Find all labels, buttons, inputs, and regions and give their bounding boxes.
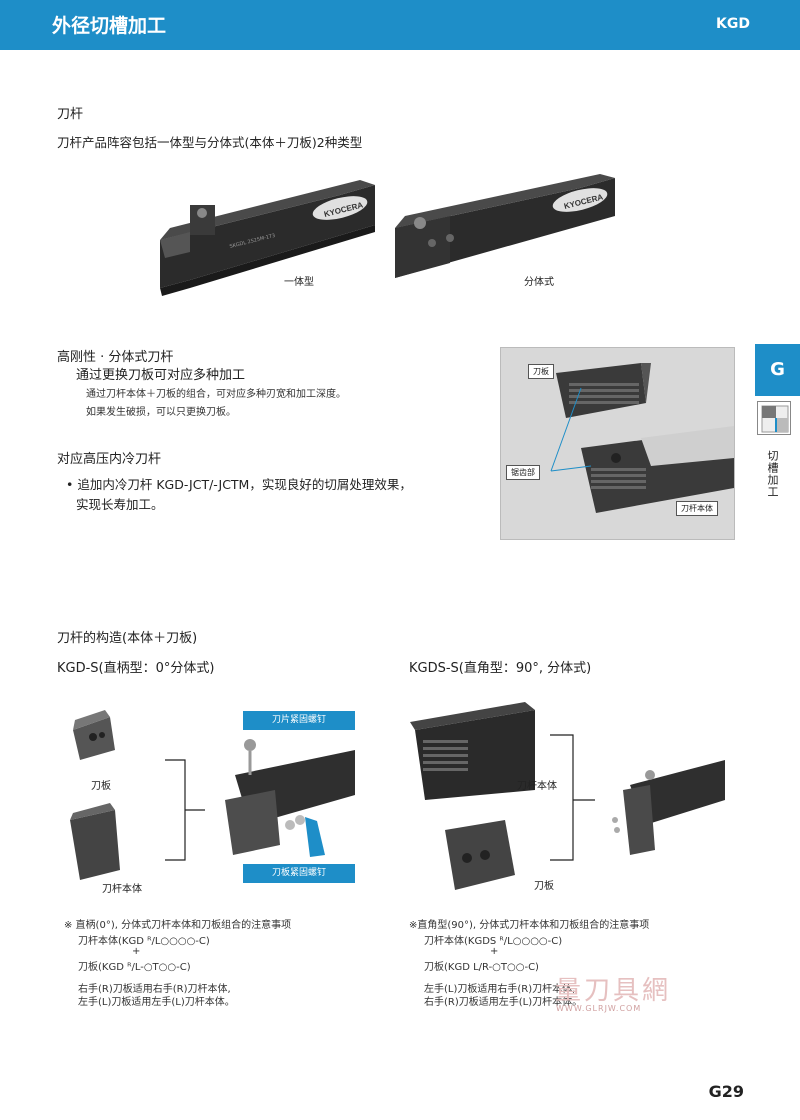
rigidity-subheading: 通过更换刀板可对应多种加工	[76, 368, 246, 383]
rigidity-desc-2: 如果发生破损，可以只更换刀板。	[86, 407, 236, 418]
kgds-s-exploded-diagram	[410, 702, 725, 890]
coolant-bullet-2: 实现长寿加工。	[76, 497, 164, 512]
callout-blade-screw: 刀板紧固螺钉	[243, 864, 355, 883]
callout-insert-screw: 刀片紧固螺钉	[243, 711, 355, 730]
kgds-s-note-body: 刀杆本体(KGDS ᴿ/L○○○○-C)	[424, 936, 563, 947]
coolant-bullet-1: • 追加内冷刀杆 KGD-JCT/-JCTM，实现良好的切屑处理效果，	[66, 477, 412, 492]
serration-photo: 刀板 锯齿部 刀杆本体	[500, 347, 735, 540]
tag-serration: 锯齿部	[506, 465, 540, 480]
kgd-s-title: KGD-S(直柄型：0°分体式)	[57, 661, 215, 676]
rigidity-desc-1: 通过刀杆本体＋刀板的组合，可对应多种刃宽和加工深度。	[86, 389, 346, 400]
section-heading-coolant: 对应高压内冷刀杆	[57, 452, 162, 467]
kgds-s-note-right: 左手(L)刀板适用右手(R)刀杆本体,	[424, 984, 576, 995]
modular-caption: 分体式	[524, 277, 554, 288]
kgd-s-note-blade: 刀板(KGD ᴿ/L-○T○○-C)	[78, 962, 191, 973]
page-number: G29	[708, 1082, 744, 1101]
kgds-s-body-label: 刀杆本体	[517, 781, 557, 792]
kgds-s-note-left: 右手(R)刀板适用左手(L)刀杆本体。	[424, 997, 583, 1008]
kgd-s-note-left: 左手(L)刀板适用左手(L)刀杆本体。	[78, 997, 235, 1008]
section-heading-holder: 刀杆	[57, 107, 84, 122]
kgd-s-note-title: ※ 直柄(0°), 分体式刀杆本体和刀板组合的注意事项	[64, 920, 292, 931]
section-heading-structure: 刀杆的构造(本体＋刀板)	[57, 631, 198, 646]
kgds-s-note-title: ※直角型(90°), 分体式刀杆本体和刀板组合的注意事项	[409, 920, 650, 931]
kgds-s-blade-label: 刀板	[534, 881, 554, 892]
kgds-s-title: KGDS-S(直角型：90°, 分体式)	[409, 661, 592, 676]
kgds-s-note-plus: +	[490, 946, 499, 957]
watermark: 量刀具網	[555, 976, 672, 1006]
page-header: 外径切槽加工 KGD	[0, 0, 800, 50]
kgd-s-note-body: 刀杆本体(KGD ᴿ/L○○○○-C)	[78, 936, 210, 947]
watermark-url: WWW.GLRJW.COM	[556, 1004, 642, 1013]
grooving-icon	[757, 401, 791, 435]
side-label: 切槽加工	[766, 450, 779, 498]
page-title: 外径切槽加工	[52, 15, 167, 37]
tag-body: 刀杆本体	[676, 501, 718, 516]
series-code: KGD	[716, 16, 750, 32]
integral-caption: 一体型	[284, 277, 314, 288]
modular-holder-image: KYOCERA	[395, 174, 615, 278]
kgds-s-note-blade: 刀板(KGD L/R-○T○○-C)	[424, 962, 539, 973]
section-heading-rigidity: 高刚性 · 分体式刀杆	[57, 350, 174, 365]
kgd-s-body-label: 刀杆本体	[102, 884, 142, 895]
kgd-s-note-plus: +	[132, 946, 141, 957]
tag-blade: 刀板	[528, 364, 554, 379]
kgd-s-exploded-diagram	[70, 710, 355, 880]
holder-intro: 刀杆产品阵容包括一体型与分体式(本体＋刀板)2种类型	[57, 135, 363, 150]
kgd-s-blade-label: 刀板	[91, 781, 111, 792]
section-tab: G	[755, 344, 800, 396]
kgd-s-note-right: 右手(R)刀板适用右手(R)刀杆本体,	[78, 984, 231, 995]
integral-holder-image: KYOCERA SKGDL 2525M-1T3	[160, 180, 375, 296]
